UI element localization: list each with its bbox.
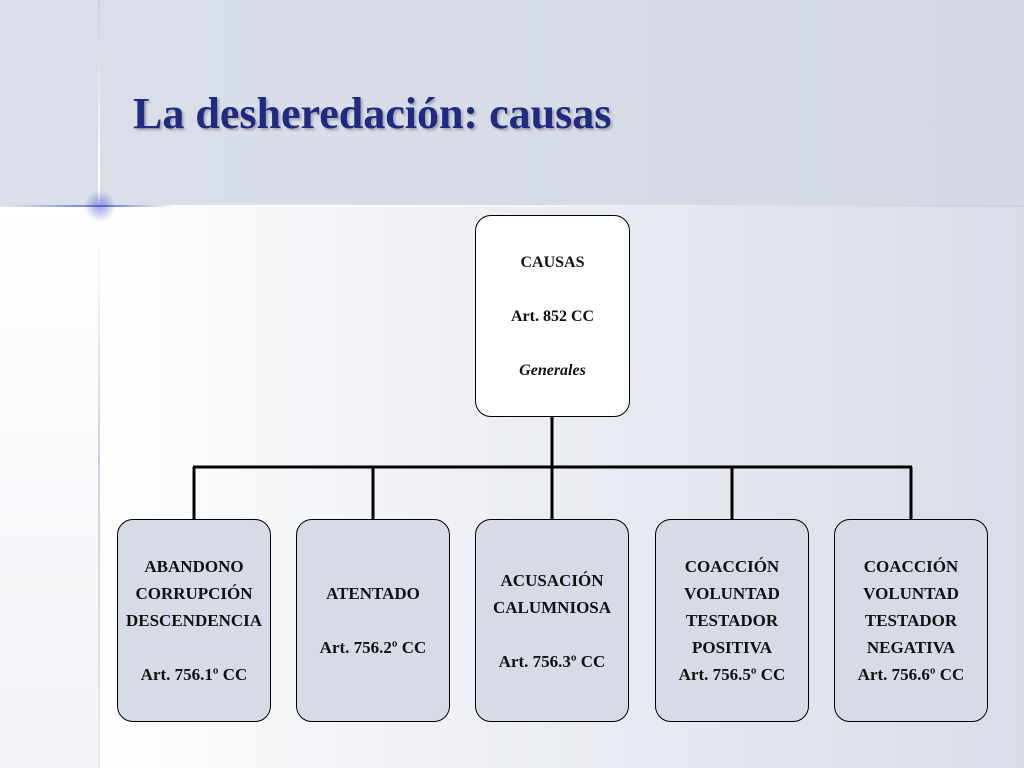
page-title: La desheredación: causas — [133, 89, 612, 138]
cause-article: Art. 756.6º CC — [857, 665, 965, 684]
cause-article: Art. 756.2º CC — [319, 638, 427, 657]
header-band — [0, 0, 1024, 205]
cause-line: ACUSACIÓN — [500, 570, 604, 590]
cause-node-abandono: ABANDONO CORRUPCIÓN DESCENDENCIA Art. 75… — [117, 519, 271, 722]
cause-line: CALUMNIOSA — [492, 597, 612, 617]
cause-article: Art. 756.5º CC — [678, 665, 786, 684]
cause-line: NEGATIVA — [866, 638, 956, 657]
cause-line: ABANDONO — [144, 557, 244, 576]
root-label: CAUSAS — [520, 253, 585, 271]
cause-line: POSITIVA — [692, 638, 772, 657]
cause-node-coaccion-negativa: COACCIÓN VOLUNTAD TESTADOR NEGATIVA Art.… — [834, 519, 988, 722]
cause-node-coaccion-positiva: COACCIÓN VOLUNTAD TESTADOR POSITIVA Art.… — [655, 519, 809, 722]
root-article: Art. 852 CC — [510, 307, 595, 325]
root-subtitle: Generales — [519, 361, 586, 379]
cause-node-acusacion: ACUSACIÓN CALUMNIOSA Art. 756.3º CC — [475, 519, 629, 722]
cause-line: TESTADOR — [864, 611, 958, 630]
cause-line: ATENTADO — [326, 584, 420, 603]
cause-line: COACCIÓN — [684, 557, 780, 576]
cause-node-atentado: ATENTADO Art. 756.2º CC — [296, 519, 450, 722]
cross-accent — [84, 190, 116, 222]
root-node-causas: CAUSAS Art. 852 CC Generales — [475, 215, 630, 417]
cause-line: CORRUPCIÓN — [135, 584, 253, 603]
left-band — [0, 205, 100, 768]
horizontal-divider — [0, 205, 1024, 207]
cause-line: VOLUNTAD — [684, 584, 780, 603]
vertical-divider — [98, 0, 100, 768]
cause-line: TESTADOR — [685, 611, 779, 630]
cause-line: COACCIÓN — [863, 557, 959, 576]
cause-line: VOLUNTAD — [863, 584, 959, 603]
cause-article: Art. 756.1º CC — [140, 665, 248, 684]
cause-article: Art. 756.3º CC — [498, 651, 606, 671]
cause-line: DESCENDENCIA — [125, 611, 263, 630]
